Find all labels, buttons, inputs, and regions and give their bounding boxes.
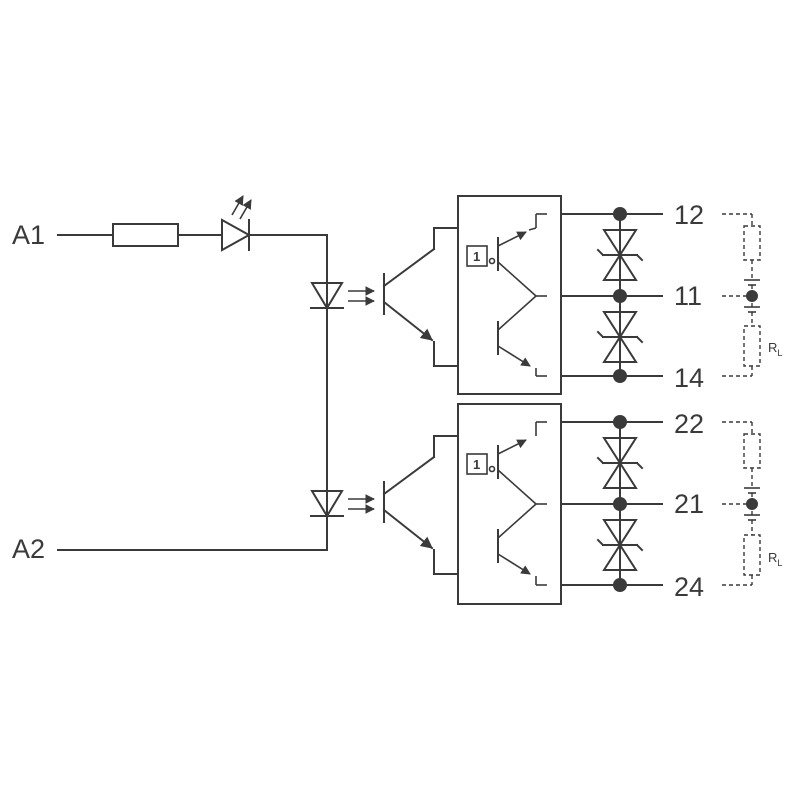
junction-dots [613,207,627,592]
terminal-22-label: 22 [674,409,704,439]
logic-box-1-label: 1 [473,249,480,264]
output-module-1-transistors-icon [466,213,547,377]
optocoupler-2-led-icon [310,490,375,518]
optocoupler-1-led-icon [310,282,375,310]
terminal-14-label: 14 [674,363,704,393]
status-led-icon [221,195,252,252]
input-resistor-icon [112,223,179,247]
load-resistor-1-label: RL [768,340,782,358]
tvs-diode-3-icon [596,437,644,489]
output-module-2-transistors-icon [466,421,547,586]
logic-box-2-label: 1 [473,457,480,472]
terminal-12-label: 12 [674,200,704,230]
output-module-1 [457,195,562,395]
terminal-11-label: 11 [674,281,702,311]
terminal-a1-label: A1 [12,220,45,250]
terminal-24-label: 24 [674,572,704,602]
terminal-21-label: 21 [674,489,704,519]
external-load-circuit-1 [722,213,761,377]
load-resistor-2-label: RL [768,550,782,568]
tvs-diode-4-icon [596,519,644,571]
optocoupler-2-transistor-icon [382,435,459,575]
tvs-diode-2-icon [596,311,644,363]
input-wiring [57,234,328,551]
optocoupler-1-transistor-icon [382,227,459,367]
tvs-diode-1-icon [596,229,644,281]
terminal-a2-label: A2 [12,534,45,564]
external-load-circuit-2 [722,421,761,586]
